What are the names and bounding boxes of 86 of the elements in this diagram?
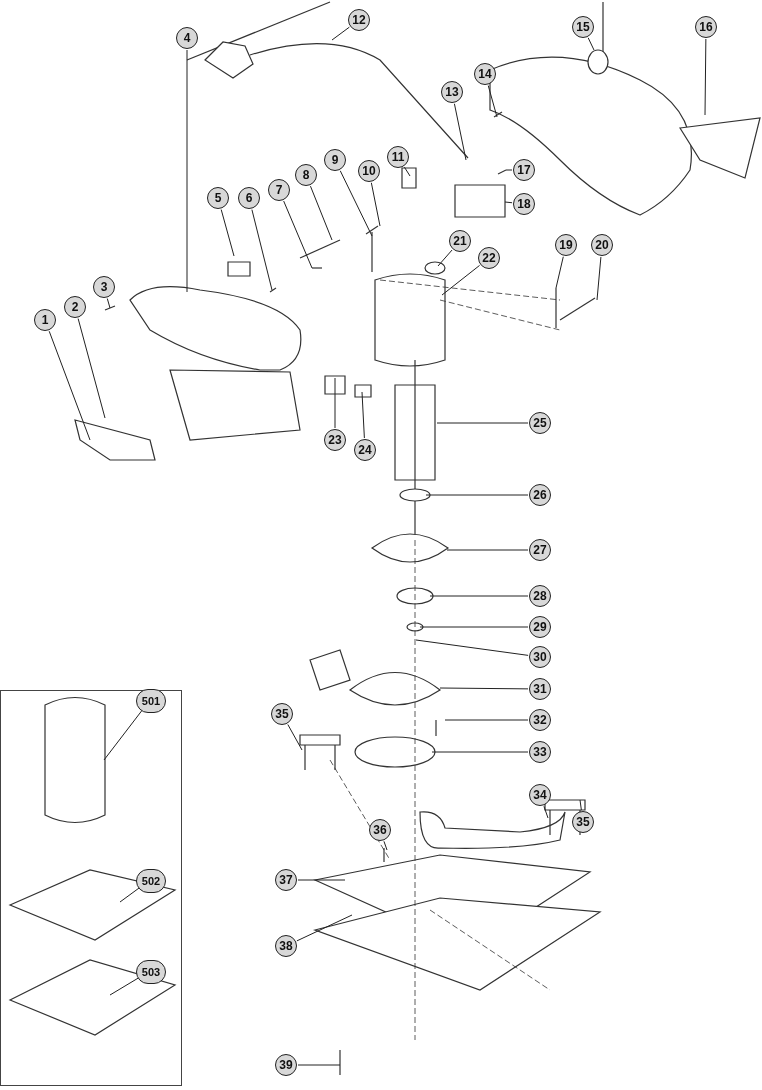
callout-number: 29: [529, 616, 551, 638]
leader-line: [48, 330, 91, 441]
callout-number: 35: [572, 811, 594, 833]
leader-line: [339, 170, 373, 237]
callout-number: 23: [324, 429, 346, 451]
leader-line: [370, 182, 381, 227]
callout-number: 18: [513, 193, 535, 215]
callout-number: 34: [529, 784, 551, 806]
callout-number: 15: [572, 16, 594, 38]
callout-number: 26: [529, 484, 551, 506]
leader-line: [504, 201, 513, 204]
callout-number: 37: [275, 869, 297, 891]
leader-line: [220, 209, 235, 257]
leader-line: [704, 38, 707, 116]
callout-number: 20: [591, 234, 613, 256]
callout-number: 35: [271, 703, 293, 725]
leader-line: [446, 549, 529, 551]
accessories-frame: [0, 690, 182, 1086]
leader-line: [579, 799, 582, 811]
callout-number: 38: [275, 935, 297, 957]
callout-number: 24: [354, 439, 376, 461]
callout-number: 7: [268, 179, 290, 201]
leader-line: [419, 626, 529, 628]
callout-number: 502: [136, 869, 166, 893]
callout-number: 28: [529, 585, 551, 607]
leader-line: [453, 103, 467, 161]
callout-number: 8: [295, 164, 317, 186]
callout-number: 30: [529, 646, 551, 668]
callout-number: 36: [369, 819, 391, 841]
leader-line: [437, 249, 453, 267]
leader-line: [119, 886, 141, 903]
leader-line: [487, 85, 498, 118]
callout-number: 2: [64, 296, 86, 318]
leader-line: [186, 49, 188, 293]
callout-number: 14: [474, 63, 496, 85]
callout-number: 39: [275, 1054, 297, 1076]
leader-line: [287, 724, 303, 751]
leader-line: [425, 494, 529, 496]
callout-number: 501: [136, 689, 166, 713]
callout-number: 13: [441, 81, 463, 103]
leader-line: [103, 709, 144, 761]
callout-number: 503: [136, 960, 166, 984]
callout-number: 25: [529, 412, 551, 434]
leader-line: [436, 422, 529, 424]
callout-number: 22: [478, 247, 500, 269]
leader-line: [296, 914, 353, 942]
callout-number: 10: [358, 160, 380, 182]
leader-line: [77, 318, 106, 419]
leader-line: [543, 805, 549, 819]
leader-line: [283, 200, 313, 269]
callout-number: 4: [176, 27, 198, 49]
leader-line: [361, 391, 365, 439]
leader-line: [596, 256, 602, 301]
leader-line: [309, 185, 333, 241]
callout-number: 27: [529, 539, 551, 561]
leader-line: [441, 264, 481, 296]
callout-number: 11: [387, 146, 409, 168]
callout-number: 9: [324, 149, 346, 171]
leader-line: [106, 298, 111, 309]
leader-line: [555, 256, 564, 289]
leader-line: [297, 879, 346, 881]
leader-line: [587, 37, 595, 51]
leader-line: [429, 595, 529, 597]
callout-number: 21: [449, 230, 471, 252]
leader-line: [331, 26, 350, 41]
leader-line: [439, 687, 529, 690]
callout-number: 31: [529, 678, 551, 700]
leader-line: [383, 840, 388, 851]
callout-number: 19: [555, 234, 577, 256]
leader-line: [505, 169, 513, 171]
leader-line: [431, 751, 529, 753]
leader-line: [297, 1064, 341, 1066]
callout-number: 32: [529, 709, 551, 731]
callout-number: 33: [529, 741, 551, 763]
callout-number: 1: [34, 309, 56, 331]
callout-number: 3: [93, 276, 115, 298]
leader-line: [403, 166, 411, 177]
leader-line: [444, 719, 529, 721]
leader-line: [415, 639, 529, 656]
callout-number: 17: [513, 159, 535, 181]
callout-number: 5: [207, 187, 229, 209]
leader-line: [334, 377, 336, 429]
callout-number: 6: [238, 187, 260, 209]
callout-number: 12: [348, 9, 370, 31]
callout-number: 16: [695, 16, 717, 38]
leader-line: [251, 209, 273, 291]
